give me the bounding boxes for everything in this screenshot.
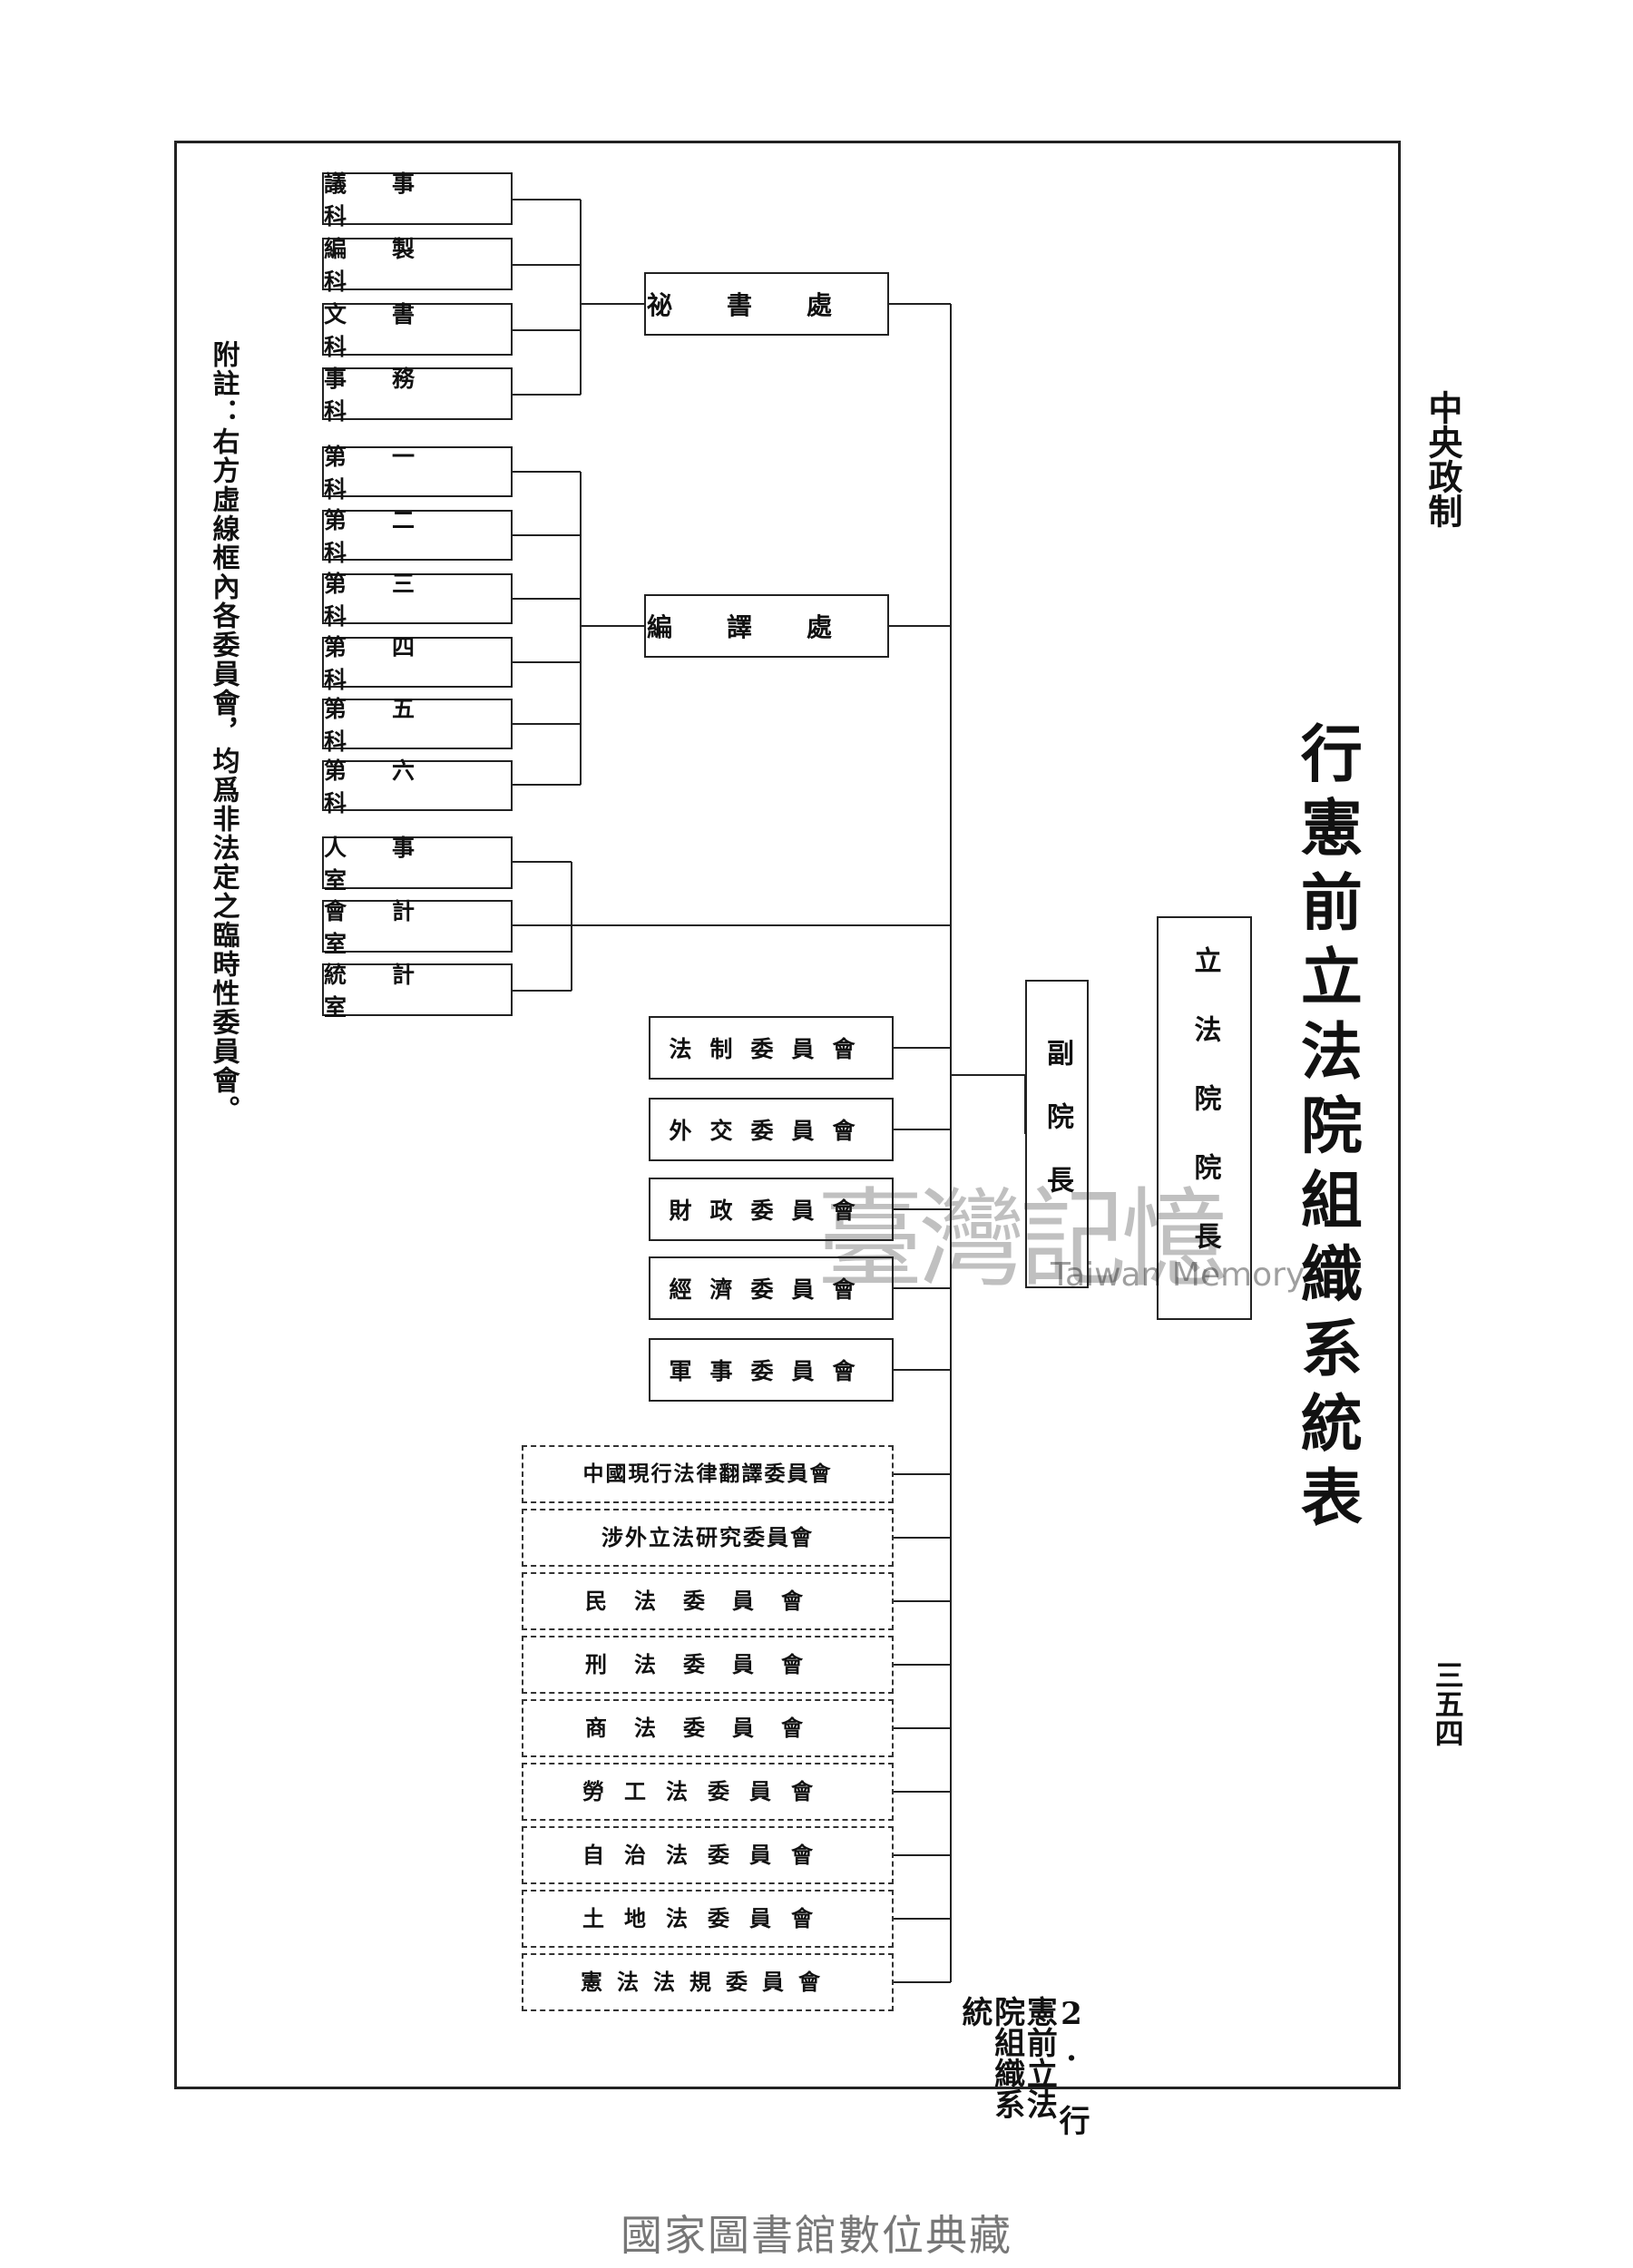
section-box-translation-4: 第四科 bbox=[322, 634, 513, 693]
footnote: 附註：右方虛線框內各委員會，均爲非法定之臨時性委員會。 bbox=[207, 340, 240, 1124]
secretariat-box: 祕書處 bbox=[644, 272, 889, 336]
section-box-translation-2: 第二科 bbox=[322, 507, 513, 566]
section-box-translation-5: 第五科 bbox=[322, 696, 513, 755]
section-box-secretariat-4: 事務科 bbox=[322, 366, 513, 425]
office-box-personnel: 人事室 bbox=[322, 835, 513, 894]
watermark-english: Taiwan Memory bbox=[1051, 1256, 1305, 1294]
adhoc-committee-box-6: 勞工法委員會 bbox=[522, 1763, 894, 1821]
committee-box-finance: 財政委員會 bbox=[649, 1178, 894, 1241]
adhoc-committee-box-5: 商法委員會 bbox=[522, 1699, 894, 1757]
header-section: 中央政制 bbox=[1422, 390, 1463, 528]
page-number: 三五四 bbox=[1430, 1660, 1465, 1747]
adhoc-committee-box-4: 刑法委員會 bbox=[522, 1636, 894, 1694]
footer-credit: 國家圖書館數位典藏 bbox=[621, 2211, 1012, 2260]
section-box-secretariat-1: 議事科 bbox=[322, 171, 513, 230]
committee-box-military: 軍事委員會 bbox=[649, 1338, 894, 1402]
office-box-accounting: 會計室 bbox=[322, 898, 513, 957]
adhoc-committee-box-2: 涉外立法研究委員會 bbox=[522, 1509, 894, 1567]
section-box-translation-3: 第三科 bbox=[322, 571, 513, 630]
page-frame bbox=[174, 141, 1401, 2089]
translation-box: 編譯處 bbox=[644, 594, 889, 658]
adhoc-committee-box-7: 自治法委員會 bbox=[522, 1826, 894, 1884]
section-box-secretariat-3: 文書科 bbox=[322, 301, 513, 360]
chart-title: 行憲前立法院組織系統表 bbox=[1289, 721, 1363, 1540]
section-box-translation-6: 第六科 bbox=[322, 758, 513, 816]
watermark-logo: 臺灣記憶 bbox=[816, 1177, 1228, 1302]
office-box-statistics: 統計室 bbox=[322, 962, 513, 1021]
side-caption: 2. 行憲前立法院組織系統 bbox=[955, 1996, 1090, 2136]
committee-box-economic: 經濟委員會 bbox=[649, 1256, 894, 1320]
adhoc-committee-box-1: 中國現行法律翻譯委員會 bbox=[522, 1445, 894, 1503]
committee-box-foreign: 外交委員會 bbox=[649, 1098, 894, 1161]
adhoc-committee-box-3: 民法委員會 bbox=[522, 1572, 894, 1630]
president-box: 立法院院長 bbox=[1157, 916, 1252, 1320]
committee-box-legal: 法制委員會 bbox=[649, 1016, 894, 1080]
adhoc-committee-box-8: 土地法委員會 bbox=[522, 1890, 894, 1948]
section-box-secretariat-2: 編製科 bbox=[322, 236, 513, 295]
vice-president-box: 副院長 bbox=[1025, 980, 1089, 1288]
section-box-translation-1: 第一科 bbox=[322, 444, 513, 503]
adhoc-committee-box-9: 憲法法規委員會 bbox=[522, 1953, 894, 2011]
